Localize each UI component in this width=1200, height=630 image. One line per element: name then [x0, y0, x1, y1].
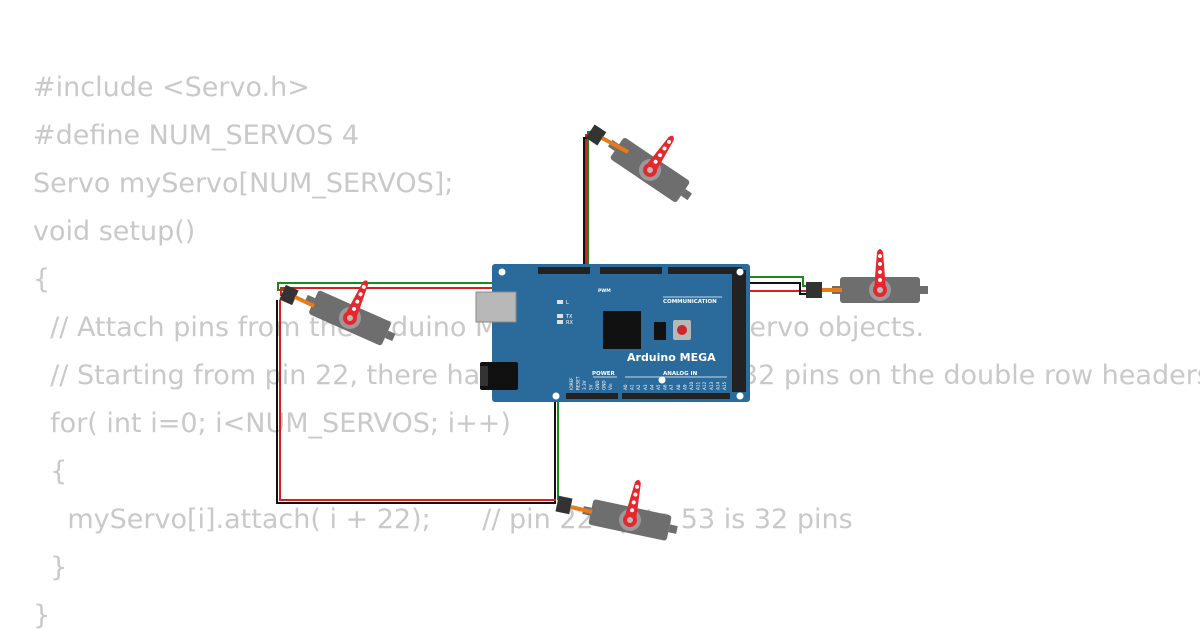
pwm-label: PWM [598, 288, 611, 294]
ground-wire [745, 282, 812, 295]
digital-header [538, 267, 590, 274]
code-line: } [33, 552, 68, 583]
pin-label: A1 [630, 384, 635, 390]
pin-label: A4 [649, 384, 654, 390]
pin-label: A10 [689, 381, 694, 390]
analog-header [622, 393, 730, 399]
code-line: #include <Servo.h> [33, 72, 310, 103]
power-jack [480, 362, 518, 390]
power-wire [279, 300, 556, 501]
code-line: { [33, 264, 51, 295]
code-line: void setup() [33, 216, 196, 247]
servo-cable [294, 295, 315, 308]
servo-connector [555, 495, 573, 515]
icsp-header [654, 322, 666, 340]
digital-header [668, 267, 742, 274]
led-l-label: L [566, 300, 569, 306]
pin-label: A9 [682, 384, 687, 390]
led-rx [557, 320, 563, 324]
servo-motor [300, 261, 411, 350]
ground-wire [276, 300, 556, 504]
pin-label: IOREF [569, 377, 574, 390]
pin-label: A15 [722, 381, 727, 390]
led-tx [557, 314, 563, 318]
microcontroller-chip [603, 311, 641, 349]
digital-header [600, 267, 662, 274]
code-line: for( int i=0; i<NUM_SERVOS; i++) [33, 408, 511, 439]
code-line: #define NUM_SERVOS 4 [33, 120, 360, 151]
arduino-mega-board: L TX RX Arduino MEGA COMMUNICATION POWER… [475, 264, 750, 402]
pin-label: GND [602, 380, 607, 390]
code-line: Servo myServo[NUM_SERVOS]; [33, 168, 454, 199]
pin-label: A6 [663, 384, 668, 390]
pin-label: A8 [676, 384, 681, 390]
led-rx-label: RX [566, 320, 573, 326]
double-row-header [732, 270, 746, 392]
pin-label: RESET [576, 376, 581, 390]
code-line: } [33, 600, 51, 630]
pin-label: A13 [709, 381, 714, 390]
pin-label: A5 [656, 384, 661, 390]
servo-motor [580, 469, 686, 543]
power-label: POWER [592, 371, 616, 377]
pin-label: Vin [608, 383, 613, 390]
led-tx-label: TX [565, 314, 573, 320]
led-l [557, 300, 563, 304]
code-line: { [33, 456, 68, 487]
pin-label: GND [595, 380, 600, 390]
pin-label: 3.3V [582, 380, 587, 390]
pin-label: A2 [636, 384, 641, 390]
servo-connector [279, 284, 299, 306]
signal-wire [745, 276, 812, 287]
pin-label: A14 [715, 381, 720, 390]
pin-label: A0 [623, 384, 628, 390]
servo-connector [585, 124, 607, 146]
servo-cable [601, 136, 629, 154]
pin-label: A12 [702, 381, 707, 390]
communication-label: COMMUNICATION [663, 299, 717, 305]
board-name: Arduino MEGA [627, 351, 716, 364]
pin-label: 5V [589, 384, 594, 390]
signal-wire [587, 131, 598, 270]
servo-motor [602, 109, 713, 208]
servo-cable [570, 505, 593, 514]
analog-in-label: ANALOG IN [663, 371, 698, 377]
usb-connector [475, 291, 517, 323]
pin-label: A3 [643, 384, 648, 390]
power-header [566, 393, 618, 399]
pin-label: A11 [696, 381, 701, 390]
pin-label: A7 [669, 384, 674, 390]
servo-connector [806, 282, 822, 298]
servo-motor [832, 249, 928, 303]
